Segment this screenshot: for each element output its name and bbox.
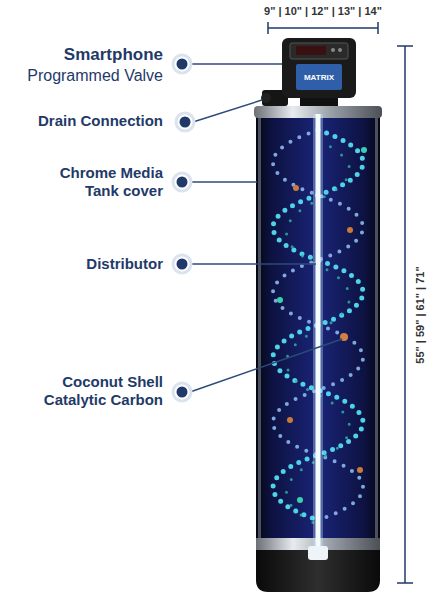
- callout-dots: [173, 55, 194, 401]
- callout-label: Smartphone: [64, 45, 163, 65]
- callout-label: Coconut Shell Catalytic Carbon: [31, 373, 163, 409]
- callout-label: Distributor: [86, 255, 163, 273]
- height-dimension-text: 55" | 59" | 61" | 71": [414, 266, 427, 363]
- width-dimension: [268, 22, 378, 34]
- callout-label: Chrome Media Tank cover: [43, 164, 163, 200]
- distributor-tube: [308, 114, 328, 560]
- brand-logo: MATRIX: [296, 73, 342, 83]
- control-valve: [261, 38, 356, 112]
- leader-lines: [190, 64, 342, 392]
- width-dimension-text: 9" | 10" | 12" | 13" | 14": [258, 5, 388, 18]
- height-dimension: [397, 46, 413, 583]
- callout-label: Drain Connection: [38, 112, 163, 130]
- callout-label: Programmed Valve: [27, 66, 163, 85]
- media-tank: [254, 106, 382, 592]
